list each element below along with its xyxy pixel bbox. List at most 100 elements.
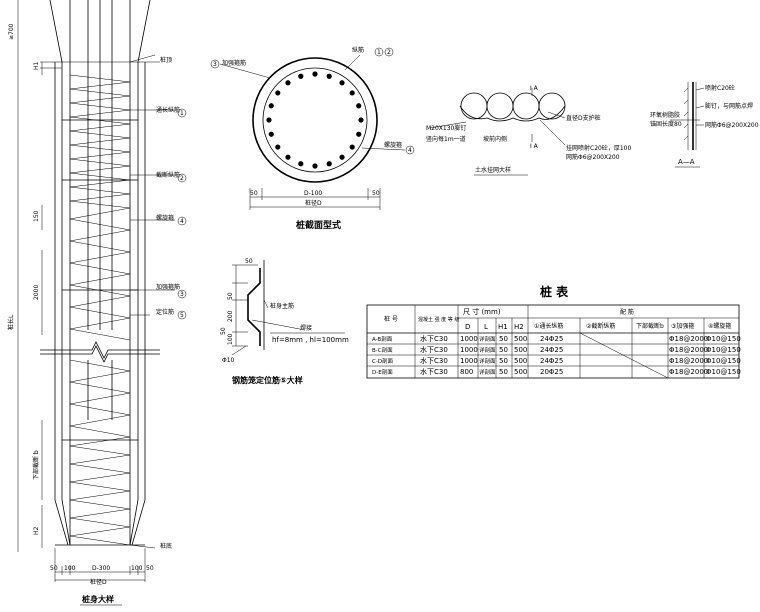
rebar-dot [312, 163, 318, 169]
rebar-dot [326, 161, 332, 167]
table-cell-H1: 50 [499, 346, 508, 354]
aa-conc-label: 喷射C20砼 [705, 84, 735, 92]
callout-5: 5 [180, 312, 184, 319]
table-cell-H1: 50 [499, 368, 508, 376]
lower-anchor-label: 下部截断 b [32, 450, 40, 480]
ring-weld-label: 焊接 [300, 324, 312, 332]
table-cell-r4: Φ10@150 [706, 335, 741, 343]
callout-1-circle [177, 108, 187, 118]
ring-d50c-label: 50 [220, 327, 227, 335]
table-cell-r1: 24Φ25 [540, 335, 563, 343]
table-cell-r3: Φ18@2000 [669, 357, 708, 365]
bD300-label: D-300 [92, 565, 110, 572]
callout-3-circle [177, 289, 187, 299]
pile-table: 桩 表 桩 号 混凝土 强 度 等 级 尺 寸 (mm) 配 筋 D L H1 … [366, 284, 741, 379]
rebar-dot [356, 103, 362, 109]
rebar-dot [298, 161, 304, 167]
rebar-dot [268, 103, 274, 109]
anchor-bolt-label: M20X130膨钉 [426, 124, 466, 132]
table-cell-conc: 水下C30 [420, 345, 448, 354]
long-rebar-label: 通长纵筋 [156, 106, 180, 114]
b100a-label: 100 [64, 565, 76, 572]
callout-1: 1 [180, 110, 184, 117]
th-H2: H2 [514, 323, 524, 331]
locator-label: 定位筋 [156, 308, 174, 316]
table-cell-L: 详剖面 [479, 335, 496, 343]
rebar-dot [312, 71, 318, 77]
table-cell-conc: 水下C30 [420, 367, 448, 376]
table-cell-L: 详剖面 [479, 357, 496, 365]
callout-2: 2 [180, 175, 184, 182]
side-label: 坡前内侧 [483, 135, 507, 143]
ring-title: 钢筋笼定位筋⑤大样 [232, 375, 303, 385]
table-cell-H2: 500 [514, 368, 527, 376]
th-r2: ②截断纵筋 [586, 322, 615, 330]
section-stiff-label: 加强箍筋 [222, 59, 246, 67]
cut-rebar-label: 截断纵筋 [156, 171, 180, 179]
table-cell-L: 详剖面 [479, 346, 496, 354]
d2000-label: 2000 [33, 285, 40, 300]
stiff-ring-label: 加强箍筋 [156, 283, 180, 291]
table-title: 桩 表 [540, 284, 569, 299]
ia-top-label: I A [530, 85, 539, 92]
pile-detail-title: 桩身大样 [82, 594, 114, 604]
rebar-dots [266, 71, 364, 169]
th-id: 桩 号 [384, 315, 398, 323]
section-long-label: 纵筋 [352, 46, 364, 54]
rebar-dot [285, 80, 291, 86]
rebar-dot [339, 154, 345, 160]
table-cell-id: B-C剖面 [372, 346, 393, 354]
section-d50b: 50 [372, 190, 380, 197]
table-cell-D: 1000 [460, 357, 478, 365]
ia-bottom-label: I A [530, 143, 539, 150]
section-dD100: D-100 [304, 190, 322, 197]
table-cell-D: 1000 [460, 335, 478, 343]
retain-title: 土水挂网大样 [475, 166, 511, 174]
section-callout-3: 3 [213, 61, 217, 68]
table-cell-conc: 水下C30 [420, 334, 448, 343]
th-r4: ④螺旋箍 [708, 322, 731, 330]
pile-section: 3 加强箍筋 纵筋 1 2 螺旋箍 4 50 D-100 50 桩径D 桩截面型… [210, 46, 415, 231]
table-cell-r4: Φ10@150 [706, 357, 741, 365]
mesh2-label: 网筋Φ6@200X200 [566, 153, 620, 161]
table-cell-r4: Φ10@150 [706, 346, 741, 354]
table-cell-H1: 50 [499, 357, 508, 365]
b100b-label: 100 [131, 565, 143, 572]
rebar-dot [298, 73, 304, 79]
table-cell-r3: Φ18@2000 [669, 368, 708, 376]
retain-detail: I A I A M20X130膨钉 竖向每1m一道 坡前内侧 直径D支护桩 挂网… [426, 85, 631, 176]
callout-3: 3 [180, 291, 184, 298]
ring-phi-label: Φ10 [222, 357, 235, 364]
table-cell-H2: 500 [514, 335, 527, 343]
th-conc: 混凝土 强 度 等 级 [418, 316, 459, 323]
rebar-dot [266, 117, 272, 123]
table-cell-r3: Φ18@2000 [669, 346, 708, 354]
rebar-dot [339, 80, 345, 86]
th-D: D [465, 323, 470, 331]
th-L: L [484, 323, 488, 331]
rebar-dot [349, 90, 355, 96]
th-r3: ③加强箍 [671, 322, 694, 330]
table-cell-H1: 50 [499, 335, 508, 343]
pile-top-label: 桩顶 [160, 56, 172, 64]
ring-main-label: 桩身主筋 [270, 302, 294, 310]
section-callout-4: 4 [408, 147, 412, 154]
callout-4-circle [177, 216, 187, 226]
h2-label: H2 [33, 526, 40, 535]
section-d50a: 50 [250, 190, 258, 197]
table-cell-r1: 20Φ25 [540, 368, 563, 376]
spiral-label: 螺旋箍 [156, 214, 174, 222]
ring-d50-label: 50 [227, 292, 234, 300]
rebar-dot [285, 154, 291, 160]
section-diam: 桩径D [305, 199, 322, 207]
rebar-dot [326, 73, 332, 79]
ring-d100-label: 100 [227, 333, 234, 345]
table-cell-H2: 500 [514, 357, 527, 365]
table-cell-r4: Φ10@150 [706, 368, 741, 376]
callout-2-circle [177, 173, 187, 183]
pile-length-label: 桩长L [7, 314, 15, 330]
h1-label: H1 [33, 61, 40, 70]
table-cell-id: D-E剖面 [372, 368, 393, 376]
